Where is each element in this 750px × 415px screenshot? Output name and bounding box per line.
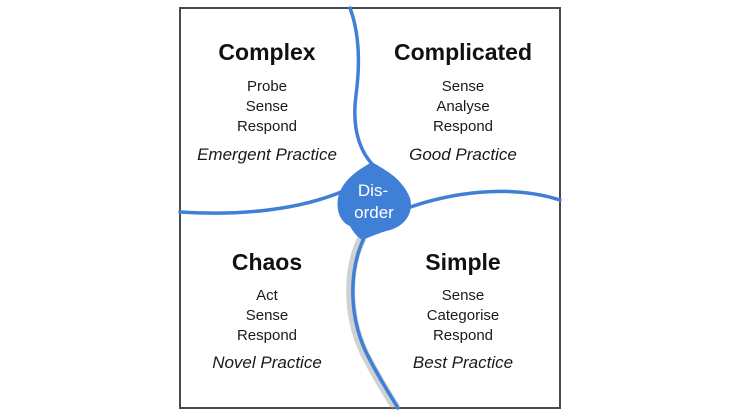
simple-step: Respond — [433, 327, 493, 344]
simple-practice: Best Practice — [413, 353, 513, 372]
disorder-node — [337, 162, 411, 240]
chaos-step: Sense — [246, 307, 289, 324]
complicated-step: Sense — [442, 78, 485, 95]
chaos-title: Chaos — [232, 249, 302, 275]
disorder-label-line2: order — [354, 203, 394, 222]
boundary-top — [348, 6, 376, 168]
complex-step: Sense — [246, 98, 289, 115]
complex-practice: Emergent Practice — [197, 145, 337, 164]
boundary-right — [400, 189, 562, 212]
complex-step: Probe — [247, 78, 287, 95]
complex-title: Complex — [218, 39, 315, 65]
disorder-label-line1: Dis- — [358, 181, 388, 200]
complicated-step: Analyse — [436, 98, 489, 115]
complicated-step: Respond — [433, 118, 493, 135]
complicated-title: Complicated — [394, 39, 532, 65]
chaos-step: Respond — [237, 327, 297, 344]
simple-title: Simple — [425, 249, 500, 275]
chaos-step: Act — [256, 287, 279, 304]
boundary-left — [178, 188, 348, 215]
simple-step: Categorise — [427, 307, 500, 324]
complex-step: Respond — [237, 118, 297, 135]
complicated-practice: Good Practice — [409, 145, 517, 164]
chaos-practice: Novel Practice — [212, 353, 322, 372]
simple-step: Sense — [442, 287, 485, 304]
boundary-bottom — [351, 234, 400, 410]
